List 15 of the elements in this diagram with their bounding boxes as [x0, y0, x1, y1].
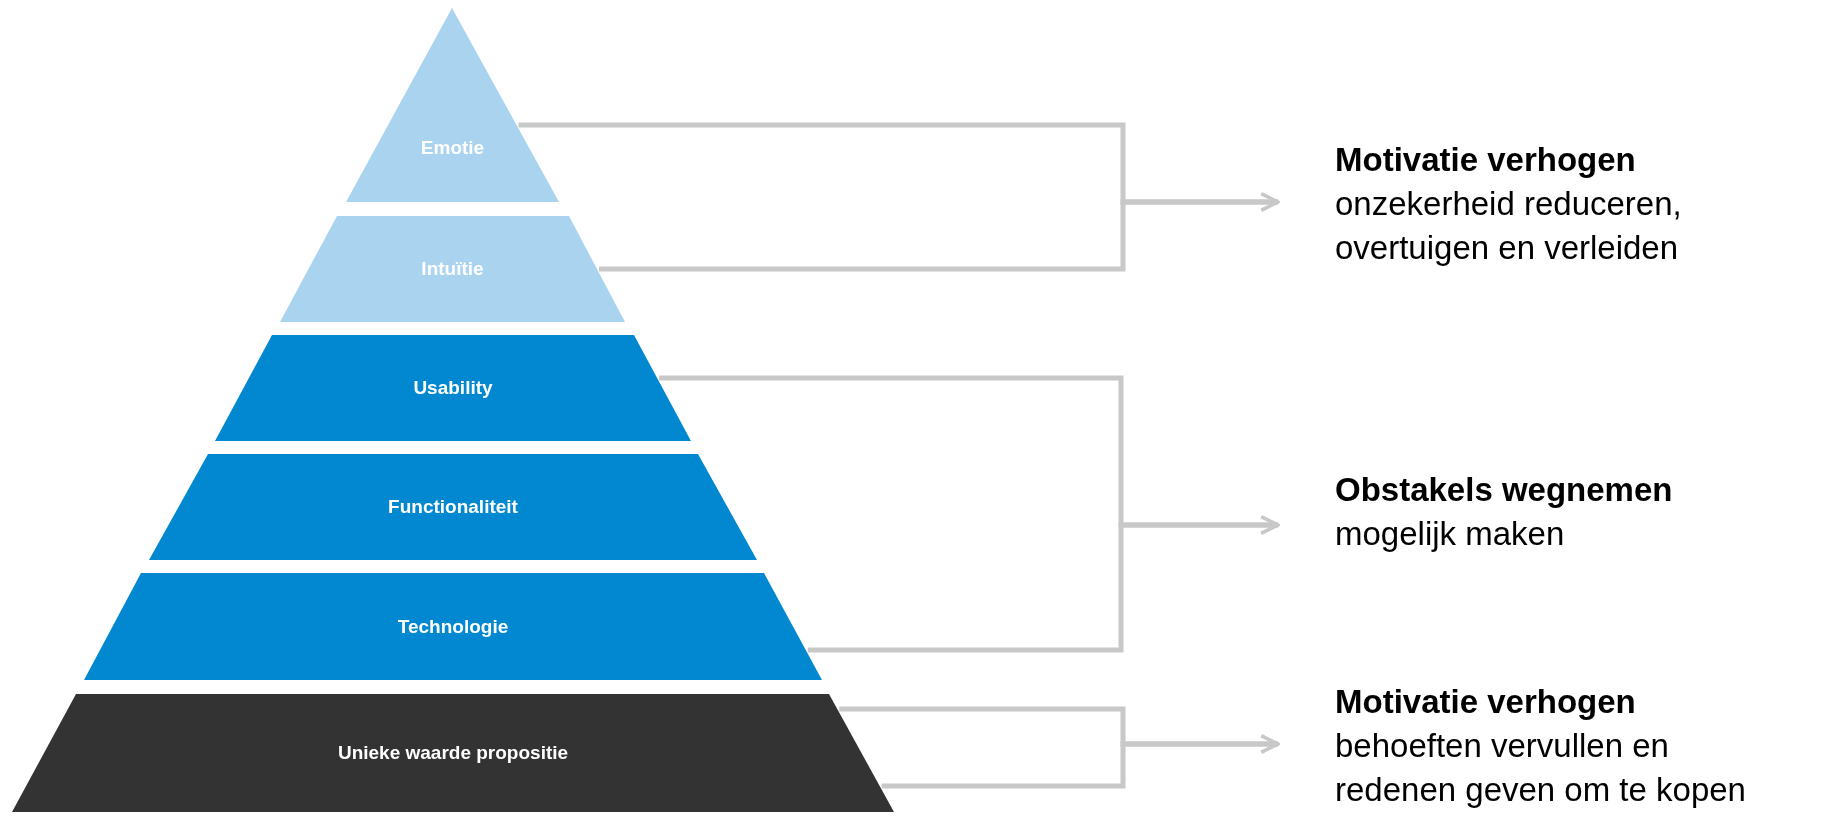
layer-label: Intuïtie — [421, 257, 484, 281]
layer-label: Usability — [413, 376, 493, 400]
bracket-arrow — [599, 192, 1280, 272]
layer-label: Emotie — [420, 136, 485, 160]
outcome-description: behoeften vervullen en redenen geven om te kopen — [1335, 726, 1747, 810]
bracket-arrow — [807, 515, 1280, 653]
layer-label: Unieke waarde propositie — [337, 741, 569, 765]
outcome-description: mogelijk maken — [1335, 514, 1566, 554]
bracket-arrow — [881, 734, 1280, 789]
outcome-heading: Obstakels wegnemen — [1335, 470, 1674, 510]
outcome-heading: Motivatie verhogen — [1335, 140, 1637, 180]
outcome-description: onzekerheid reduceren, overtuigen en verleiden — [1335, 184, 1683, 268]
layer-label: Functionaliteit — [388, 495, 518, 519]
outcome-heading: Motivatie verhogen — [1335, 682, 1637, 722]
layer-label: Technologie — [397, 614, 509, 639]
